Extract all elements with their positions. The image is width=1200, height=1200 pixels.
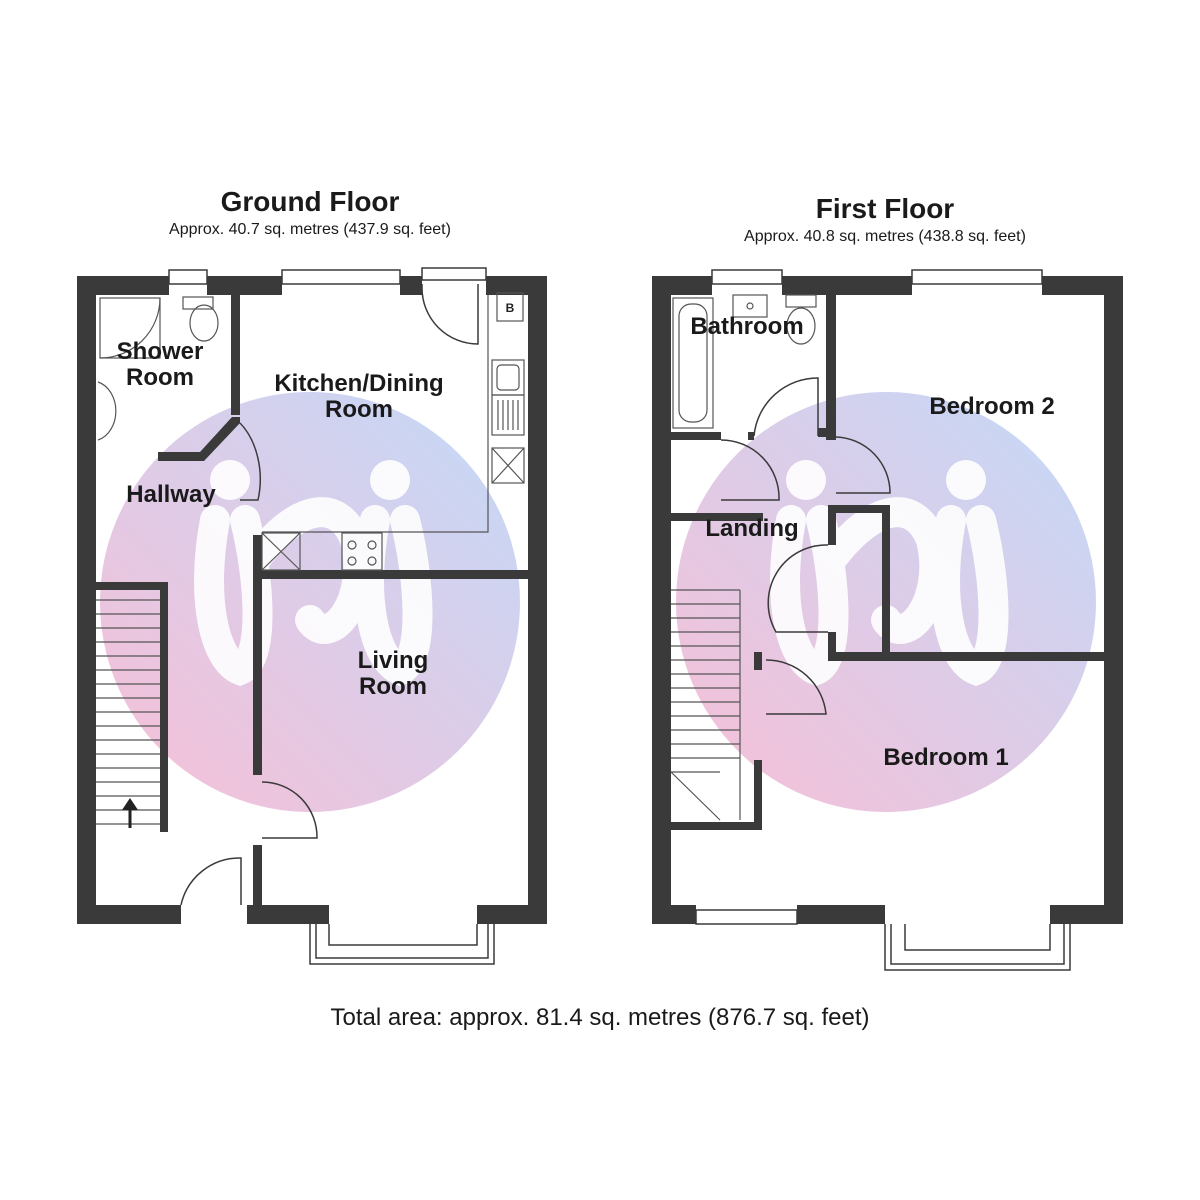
landing-label: Landing	[705, 515, 799, 542]
basin-icon	[97, 381, 117, 441]
stairs-up-arrow-icon	[122, 798, 138, 828]
bay-window	[884, 924, 1071, 971]
bedroom-1-label: Bedroom 1	[883, 744, 1009, 771]
ground-floor-doors	[180, 284, 479, 906]
first-floor-windows	[695, 269, 1043, 925]
ground-floor-windows	[168, 267, 487, 285]
first-floor-doors	[720, 377, 891, 715]
shower-room-label: Shower Room	[116, 338, 204, 391]
toilet-icon	[785, 294, 817, 345]
worktop	[262, 295, 489, 533]
ground-floor-area: Approx. 40.7 sq. metres (437.9 sq. feet)	[169, 221, 451, 238]
dishwasher-icon	[261, 532, 301, 571]
stairs	[670, 589, 741, 821]
sink-icon	[491, 359, 525, 396]
first-floor-walls	[652, 276, 1123, 924]
watermark-logo-icon	[100, 392, 520, 812]
hob-icon	[341, 532, 383, 571]
hallway-label: Hallway	[126, 481, 216, 508]
ground-floor-walls	[77, 276, 547, 924]
living-room-label: Living Room	[357, 647, 429, 700]
kitchen-dining-label: Kitchen/Dining Room	[274, 370, 444, 423]
first-floor-area: Approx. 40.8 sq. metres (438.8 sq. feet)	[744, 228, 1026, 245]
toilet-icon	[182, 296, 219, 342]
total-area: Total area: approx. 81.4 sq. metres (876…	[330, 1004, 870, 1031]
basin-icon	[732, 294, 768, 318]
bay-window	[309, 924, 495, 965]
boiler-label: B	[506, 301, 515, 315]
boiler-icon	[496, 292, 524, 322]
shower-tray-icon	[99, 297, 161, 359]
bedroom-2-label: Bedroom 2	[929, 393, 1055, 420]
drainer-icon	[491, 394, 525, 436]
ground-floor-title: Ground Floor	[220, 186, 400, 217]
bathroom-label: Bathroom	[690, 313, 804, 340]
bath-icon	[672, 297, 714, 429]
appliance-icon	[491, 447, 525, 484]
first-floor-title: First Floor	[815, 193, 955, 224]
